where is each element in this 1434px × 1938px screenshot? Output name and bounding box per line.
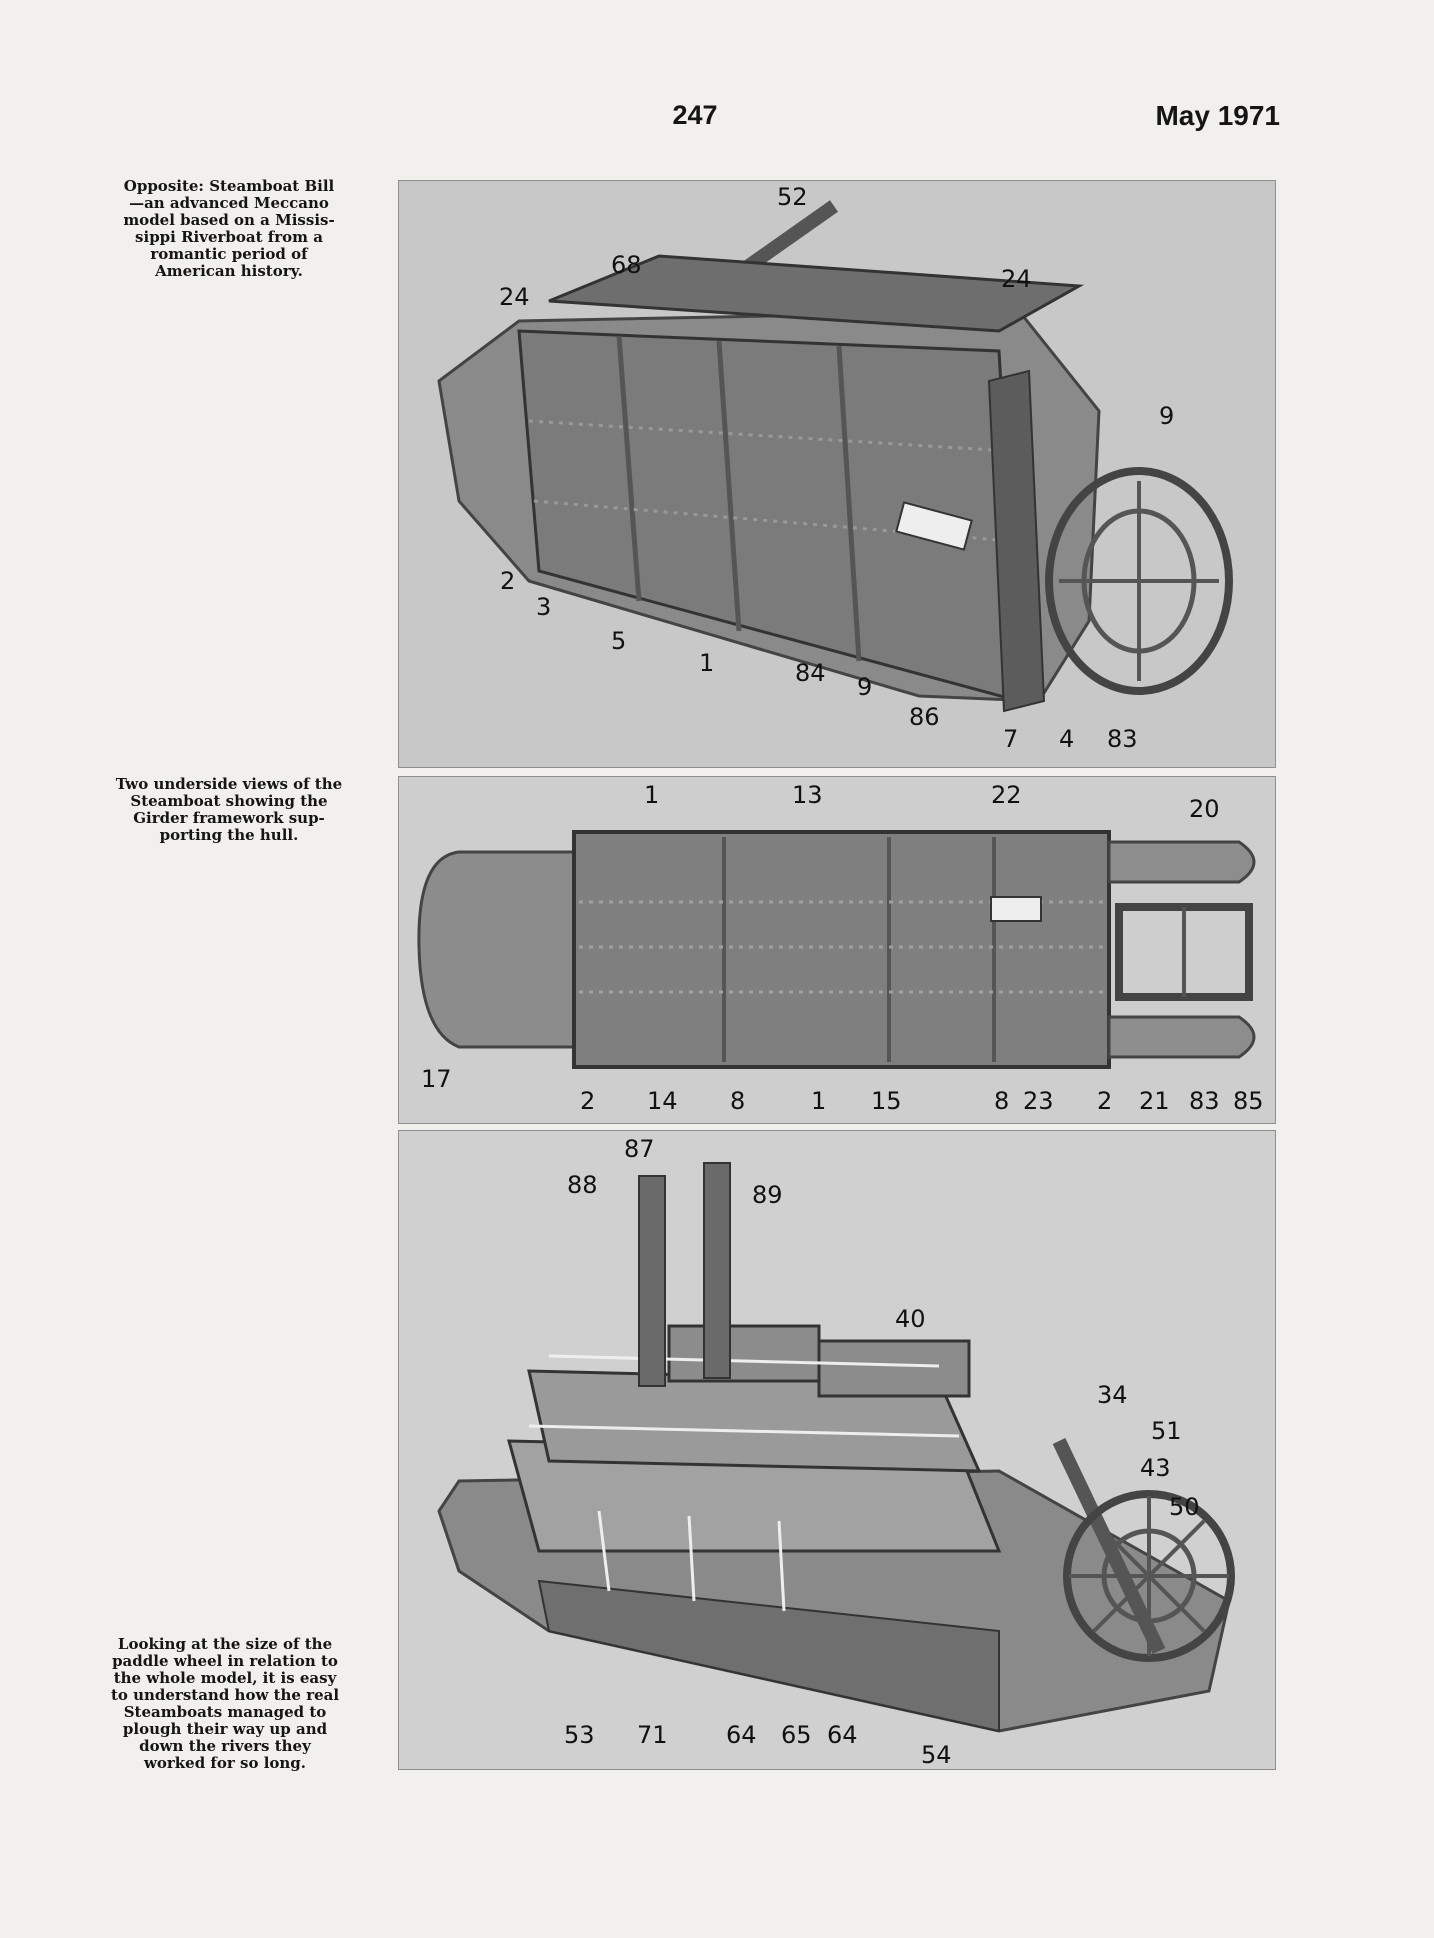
label-50: 50 (1169, 1493, 1200, 1521)
label-9-bottom: 9 (857, 673, 872, 701)
label-20: 20 (1189, 795, 1220, 823)
caption-opposite: Opposite: Steamboat Bill —an advanced Me… (123, 177, 335, 280)
page-number: 247 (672, 100, 718, 130)
label-85: 85 (1233, 1087, 1264, 1115)
label-1: 1 (699, 649, 714, 677)
label-4: 4 (1059, 725, 1074, 753)
label-3: 3 (536, 593, 551, 621)
label-87: 87 (624, 1135, 655, 1163)
label-1-top: 1 (644, 781, 659, 809)
label-71: 71 (637, 1721, 668, 1749)
caption-paddle-wheel: Looking at the size of the paddle wheel … (110, 1635, 340, 1772)
label-23: 23 (1023, 1087, 1054, 1115)
label-13: 13 (792, 781, 823, 809)
label-17: 17 (421, 1065, 452, 1093)
label-9-top: 9 (1159, 402, 1174, 430)
label-53: 53 (564, 1721, 595, 1749)
label-8-left: 8 (730, 1087, 745, 1115)
label-8-right: 8 (994, 1087, 1009, 1115)
label-2-right: 2 (1097, 1087, 1112, 1115)
underside-angled-drawing: 52 68 24 24 9 2 3 5 1 84 9 86 7 4 83 (399, 181, 1275, 767)
underside-flat-drawing: 1 13 22 20 17 2 14 8 1 15 8 23 2 21 83 8… (399, 777, 1275, 1123)
caption-underside: Two underside views of the Steamboat sho… (115, 775, 343, 844)
label-24-left: 24 (499, 283, 530, 311)
label-83: 83 (1107, 725, 1138, 753)
complete-model-drawing: 87 88 89 40 34 51 43 50 53 71 64 65 64 5… (399, 1131, 1275, 1769)
label-22: 22 (991, 781, 1022, 809)
underside-angled-photo: 52 68 24 24 9 2 3 5 1 84 9 86 7 4 83 (398, 180, 1276, 768)
label-14: 14 (647, 1087, 678, 1115)
label-43: 43 (1140, 1454, 1171, 1482)
complete-model-photo: 87 88 89 40 34 51 43 50 53 71 64 65 64 5… (398, 1130, 1276, 1770)
underside-flat-photo: 1 13 22 20 17 2 14 8 1 15 8 23 2 21 83 8… (398, 776, 1276, 1124)
label-64-right: 64 (827, 1721, 858, 1749)
label-54: 54 (921, 1741, 952, 1769)
issue-date: May 1971 (1155, 100, 1280, 131)
label-24-right: 24 (1001, 265, 1032, 293)
label-86: 86 (909, 703, 940, 731)
photo2-labels: 1 13 22 20 17 2 14 8 1 15 8 23 2 21 83 8… (421, 781, 1264, 1115)
label-40: 40 (895, 1305, 926, 1333)
label-51: 51 (1151, 1417, 1182, 1445)
label-21: 21 (1139, 1087, 1170, 1115)
label-65: 65 (781, 1721, 812, 1749)
label-64-left: 64 (726, 1721, 757, 1749)
label-84: 84 (795, 659, 826, 687)
photo3-labels: 87 88 89 40 34 51 43 50 53 71 64 65 64 5… (564, 1135, 1200, 1769)
label-1-bottom: 1 (811, 1087, 826, 1115)
label-88: 88 (567, 1171, 598, 1199)
label-89: 89 (752, 1181, 783, 1209)
label-68: 68 (611, 251, 642, 279)
label-2-left: 2 (580, 1087, 595, 1115)
label-2: 2 (500, 567, 515, 595)
photo1-labels: 52 68 24 24 9 2 3 5 1 84 9 86 7 4 83 (499, 183, 1174, 753)
label-15: 15 (871, 1087, 902, 1115)
label-5: 5 (611, 627, 626, 655)
label-34: 34 (1097, 1381, 1128, 1409)
label-7: 7 (1003, 725, 1018, 753)
label-52: 52 (777, 183, 808, 211)
label-83: 83 (1189, 1087, 1220, 1115)
